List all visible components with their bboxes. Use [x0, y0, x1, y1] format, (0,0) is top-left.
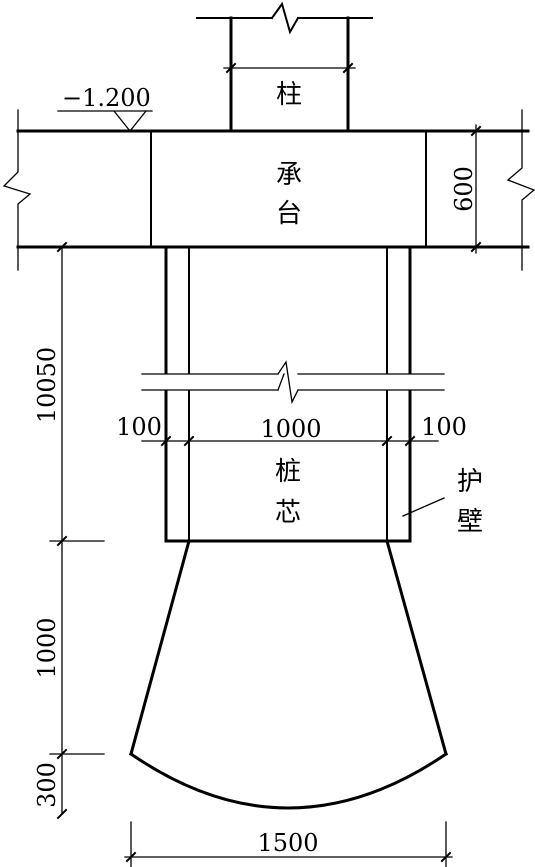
bell-width-value: 1500 — [257, 829, 318, 857]
wall-label-line1: 护 — [457, 467, 483, 497]
wall-left-value: 100 — [116, 413, 162, 441]
vertical-dimension-chain: 10050 1000 300 — [33, 241, 105, 820]
core-label-line2: 芯 — [275, 498, 301, 528]
retaining-wall-callout: 护 壁 — [402, 467, 483, 537]
cap-height-value: 600 — [450, 166, 478, 212]
cap-label-line2: 台 — [276, 199, 302, 229]
bell-bottom-value: 300 — [33, 762, 61, 808]
elevation-marker: −1.200 — [57, 84, 153, 133]
column-label: 柱 — [276, 80, 302, 110]
bell-width-dimension: 1500 — [124, 821, 453, 867]
wall-label-line2: 壁 — [457, 507, 483, 537]
column: 柱 — [196, 1, 373, 133]
elevation-value: −1.200 — [62, 84, 151, 112]
cap-label-line1: 承 — [276, 160, 302, 190]
bell-height-value: 1000 — [33, 617, 61, 678]
pile-cap: 承 台 — [2, 109, 535, 271]
core-label-line1: 桩 — [275, 457, 301, 487]
pile-length-value: 10050 — [33, 347, 61, 423]
cap-height-dimension: 600 — [450, 124, 482, 254]
core-width-value: 1000 — [260, 415, 321, 443]
pile-shaft: 桩 芯 — [141, 245, 445, 543]
shaft-width-dimension: 100 1000 100 — [116, 413, 467, 447]
wall-right-value: 100 — [421, 413, 467, 441]
pile-bell — [128, 539, 449, 810]
